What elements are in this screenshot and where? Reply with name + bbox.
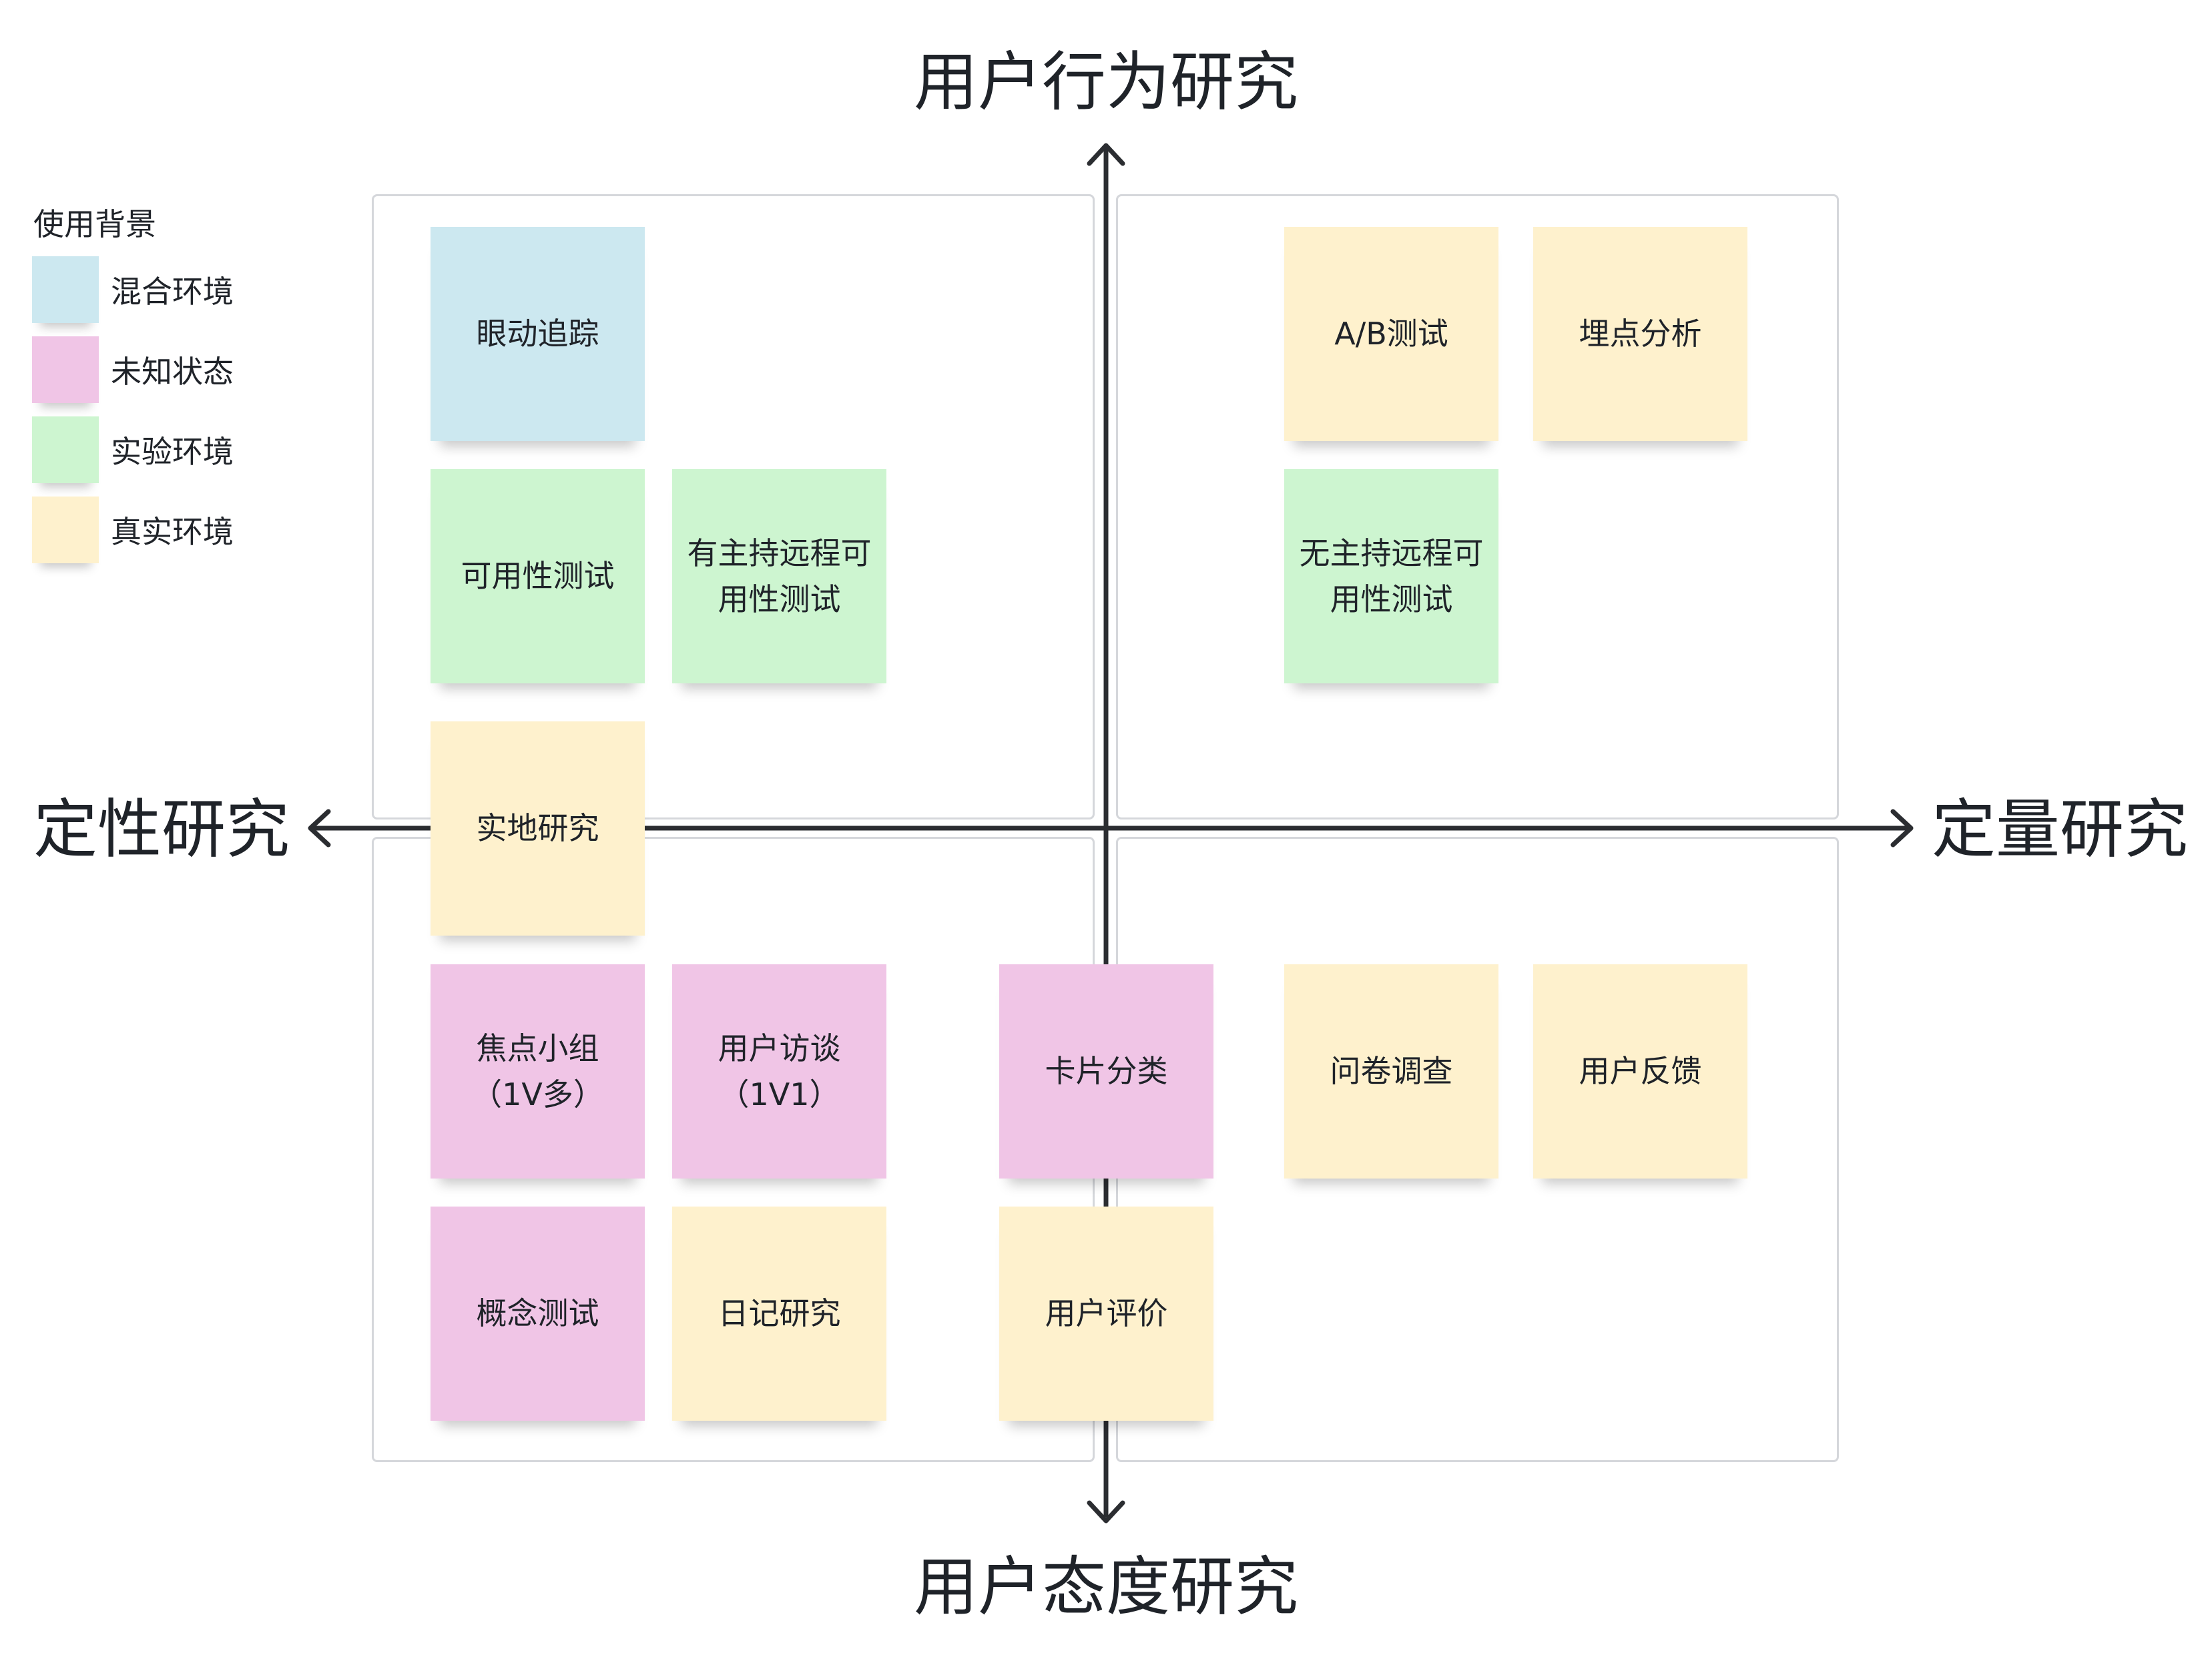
sticky-note-user-interview[interactable]: 用户访谈 （1V1） <box>672 964 886 1179</box>
up-arrow-icon <box>1087 143 1125 166</box>
sticky-note-usability-test[interactable]: 可用性测试 <box>431 469 645 683</box>
sticky-note-unmoderated-remote-usability[interactable]: 无主持远程可 用性测试 <box>1284 469 1498 683</box>
axis-label-behavioral: 用户行为研究 <box>914 45 1298 119</box>
sticky-note-ab-test[interactable]: A/B测试 <box>1284 227 1498 441</box>
legend-item-real: 真实环境 <box>32 496 234 563</box>
legend-title: 使用背景 <box>33 206 156 242</box>
axis-label-attitudinal: 用户态度研究 <box>914 1550 1298 1624</box>
sticky-note-diary-study[interactable]: 日记研究 <box>672 1207 886 1421</box>
sticky-note-concept-test[interactable]: 概念测试 <box>431 1207 645 1421</box>
right-arrow-icon <box>1890 809 1914 848</box>
sticky-note-user-reviews[interactable]: 用户评价 <box>999 1207 1213 1421</box>
legend-label: 混合环境 <box>111 274 234 310</box>
legend-item-lab: 实验环境 <box>32 416 234 483</box>
down-arrow-icon <box>1087 1500 1125 1524</box>
legend-item-unknown: 未知状态 <box>32 336 234 403</box>
legend-label: 未知状态 <box>111 354 234 390</box>
axis-label-quantitative: 定量研究 <box>1932 792 2188 867</box>
axis-label-qualitative: 定性研究 <box>33 792 290 867</box>
sticky-note-moderated-remote-usability[interactable]: 有主持远程可 用性测试 <box>672 469 886 683</box>
sticky-note-user-feedback[interactable]: 用户反馈 <box>1533 964 1747 1179</box>
legend-swatch <box>32 256 99 323</box>
legend-label: 真实环境 <box>111 514 234 550</box>
sticky-note-focus-group[interactable]: 焦点小组 （1V多） <box>431 964 645 1179</box>
legend-swatch <box>32 336 99 403</box>
sticky-note-survey[interactable]: 问卷调查 <box>1284 964 1498 1179</box>
legend-item-mixed: 混合环境 <box>32 256 234 323</box>
legend-swatch <box>32 416 99 483</box>
legend-swatch <box>32 496 99 563</box>
sticky-note-tracking-analytics[interactable]: 埋点分析 <box>1533 227 1747 441</box>
left-arrow-icon <box>308 809 331 848</box>
sticky-note-field-study[interactable]: 实地研究 <box>431 721 645 936</box>
legend-label: 实验环境 <box>111 434 234 470</box>
sticky-note-card-sorting[interactable]: 卡片分类 <box>999 964 1213 1179</box>
sticky-note-eye-tracking[interactable]: 眼动追踪 <box>431 227 645 441</box>
